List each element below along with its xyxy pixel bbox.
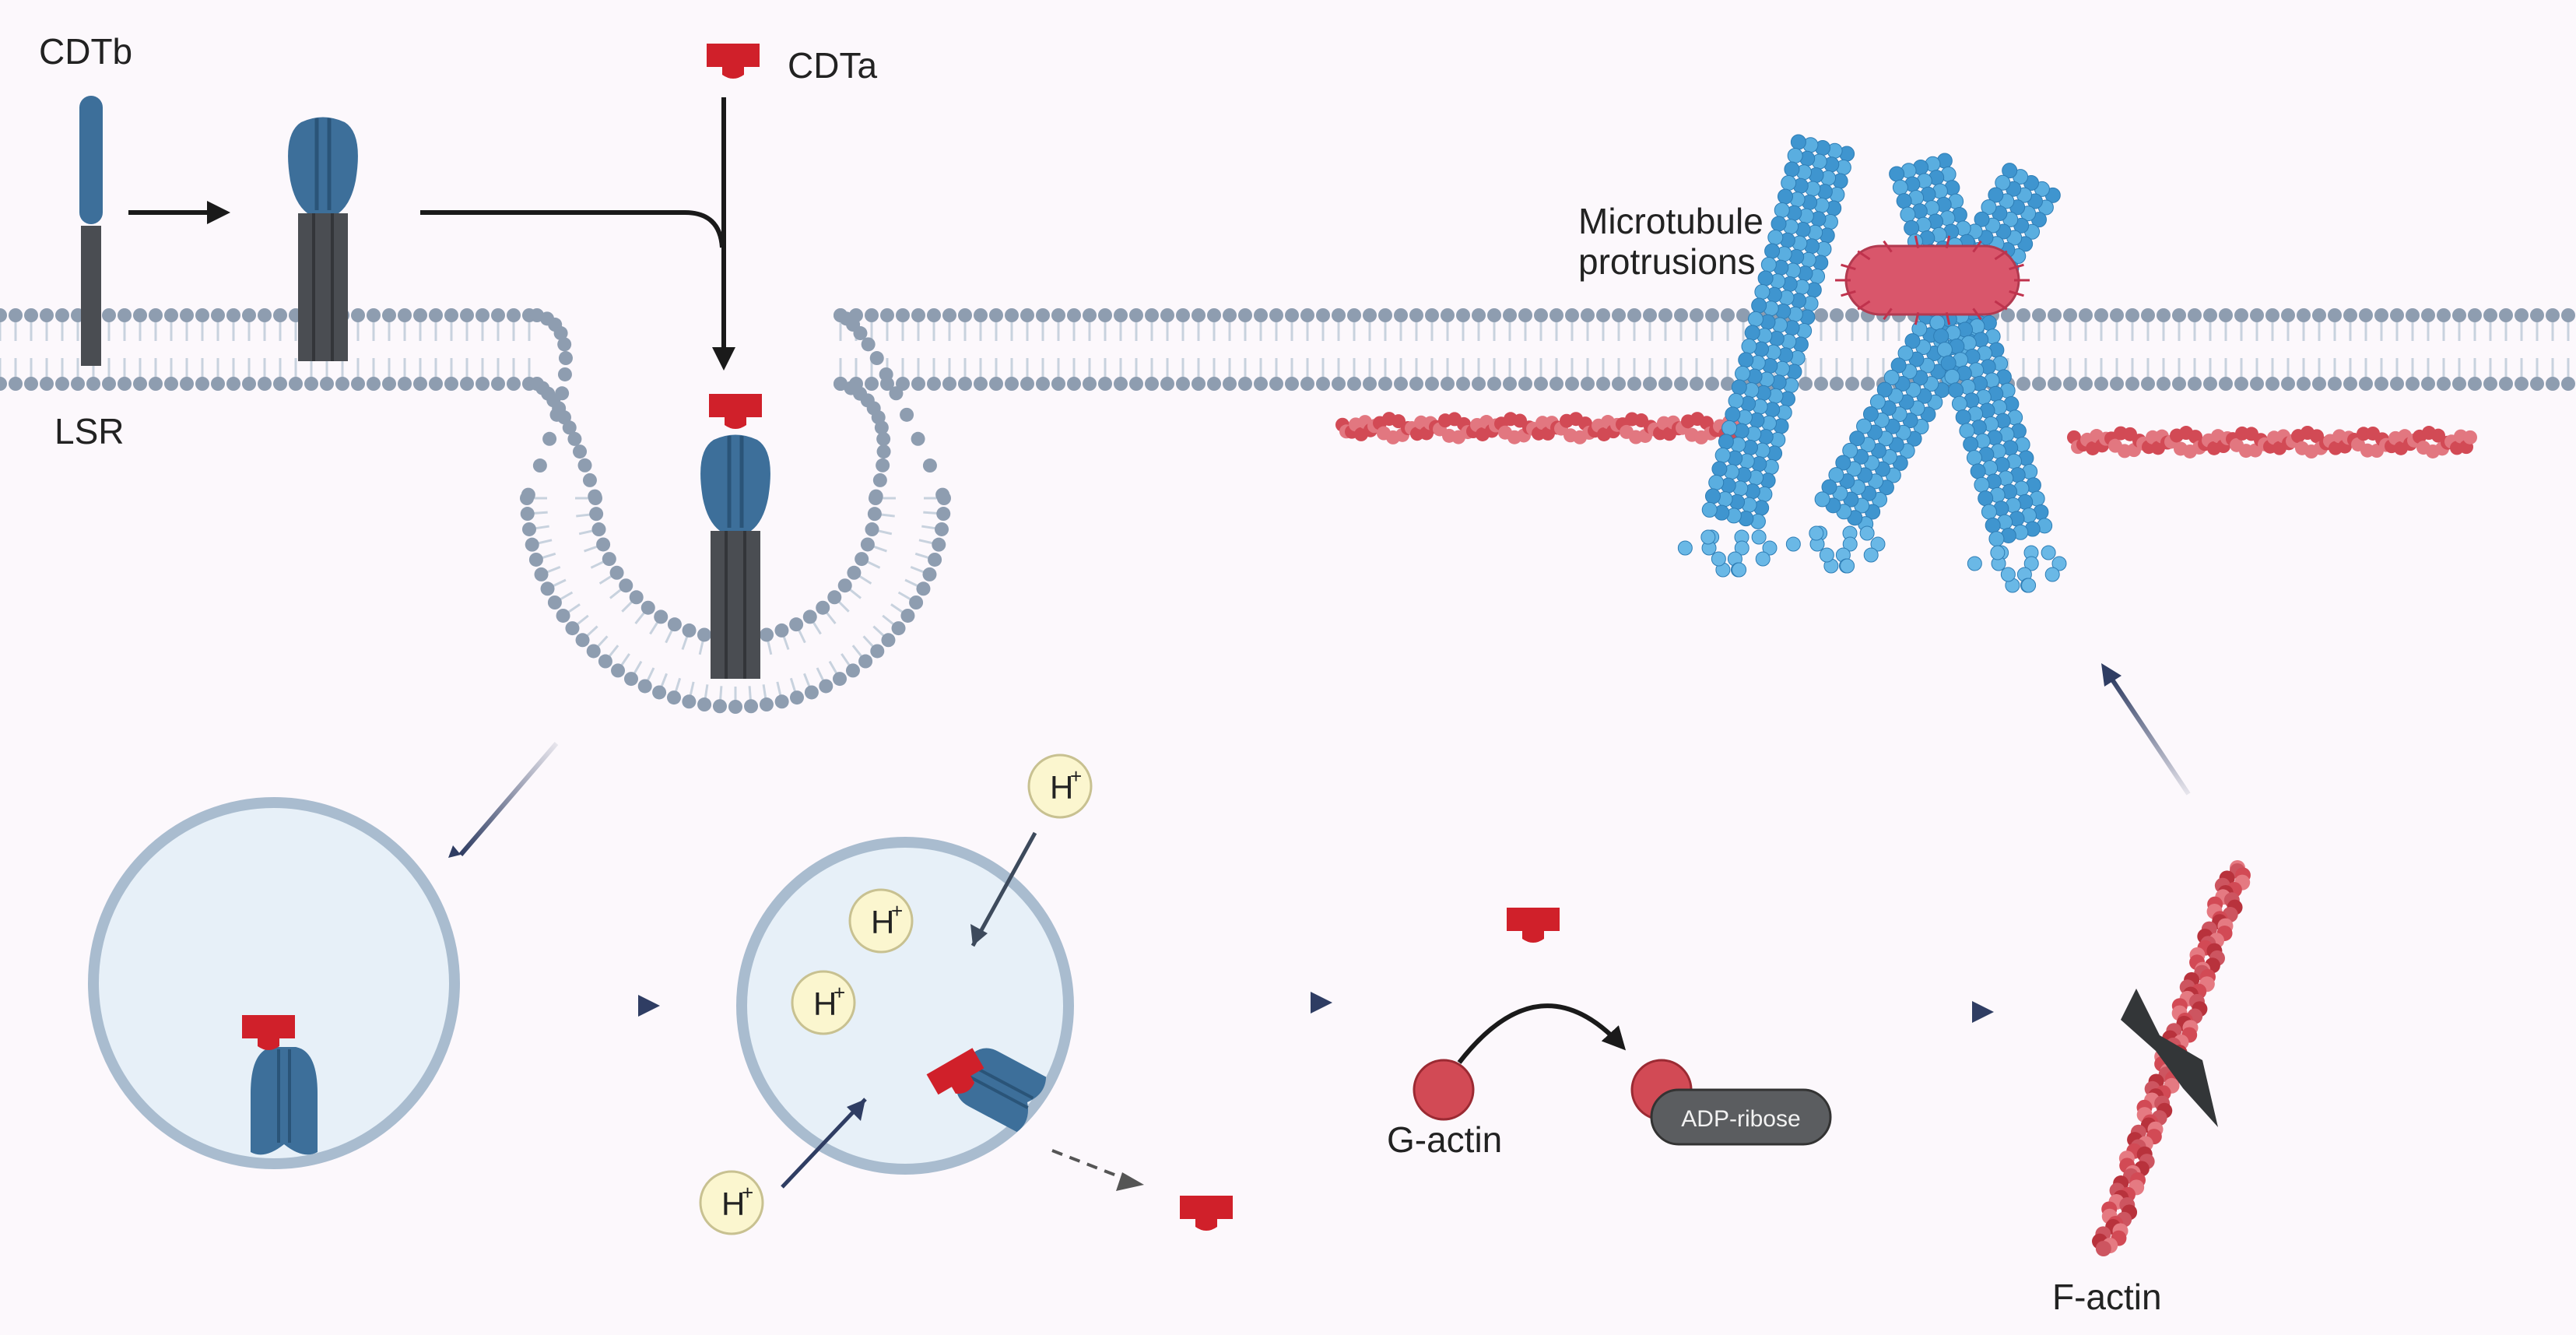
cytosolic-cdta [1507,908,1560,943]
arrow-ribosylation [1457,1003,1627,1064]
cdtb-heptamer [288,118,358,362]
cortical-actin [1335,412,2477,458]
proton-3: H+ [791,970,856,1035]
cdta-icon [707,44,760,79]
early-endosome [88,797,460,1169]
adp-ribose-label: ADP-ribose [1681,1106,1800,1132]
proton-2: H+ [848,888,914,954]
endosome-complex [242,1015,318,1155]
f-actin-filament [2092,860,2251,1256]
released-cdta [1180,1196,1233,1231]
svg-text:H: H [721,1186,745,1222]
pit-cdta [709,394,762,429]
microtubule-protrusions [1677,134,2067,593]
cdta-label: CDTa [788,45,877,86]
arrow-to-protrusions [2108,676,2191,796]
svg-text:+: + [742,1181,753,1204]
microtubule-label-line2: protrusions [1578,241,1756,282]
lsr-receptor [79,96,103,366]
svg-text:H: H [1050,769,1073,806]
svg-text:H: H [813,985,837,1022]
bacterium [1844,244,2020,316]
arrow-heptamer-to-pit [420,210,725,248]
g-actin-monomer [1413,1059,1475,1121]
cdtb-label: CDTb [39,31,132,72]
proton-1: H+ [1027,754,1093,819]
svg-text:+: + [834,981,845,1004]
svg-text:+: + [1070,764,1082,788]
svg-text:H: H [871,904,894,940]
arrow-proton-influx-top [970,831,1037,947]
arrow-endocytosis [458,742,559,856]
arrow-proton-influx-bottom [781,1098,867,1189]
lsr-label: LSR [54,411,124,451]
depolymerization-bolt [2121,989,2218,1127]
adp-ribose-tag [1650,1088,1832,1146]
pit-complex [700,435,770,680]
g-actin-label: G-actin [1387,1119,1502,1160]
f-actin-label: F-actin [2052,1277,2162,1317]
svg-text:+: + [891,899,903,922]
proton-4: H+ [699,1170,764,1235]
cell-membrane [0,308,2575,714]
microtubule-label-line1: Microtubule [1578,201,1764,241]
arrow-cdta-release [1051,1149,1123,1179]
bacterial-pili [1835,235,2030,325]
